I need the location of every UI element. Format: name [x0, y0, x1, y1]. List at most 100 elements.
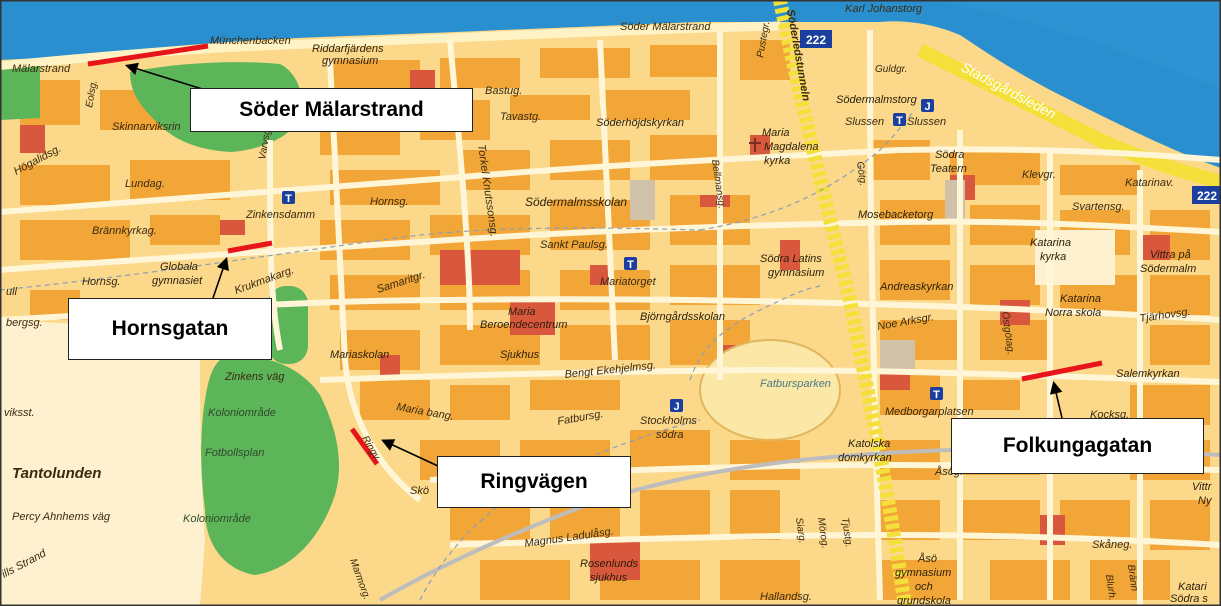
label-hornsg-2: Hornsg. — [82, 276, 121, 288]
highlight-folkungagatan — [1021, 360, 1103, 382]
label-maria-beroende-2: Beroendecentrum — [480, 319, 567, 331]
label-medborgarplatsen: Medborgarplatsen — [885, 406, 974, 418]
label-hornsg-1: Hornsg. — [370, 196, 409, 208]
arrow-soder-malarstrand — [124, 62, 213, 93]
label-aso-3: och — [915, 581, 933, 593]
svg-text:T: T — [896, 115, 903, 127]
label-globala-2: gymnasiet — [152, 275, 203, 287]
label-katarina-norra-1: Katarina — [1060, 293, 1101, 305]
label-magdalena: Magdalena — [764, 141, 818, 153]
park-tantolunden-lowland — [0, 320, 205, 606]
label-sodermalmstorg: Södermalmstorg — [836, 94, 918, 106]
label-zinkensdamm: Zinkensdamm — [245, 209, 315, 221]
label-vittra-ny-1: Vittr — [1192, 481, 1213, 493]
label-slussen-1: Slussen — [845, 116, 884, 128]
park-west — [0, 66, 40, 120]
label-sodermalmsskolan: Södermalmsskolan — [525, 195, 627, 209]
label-fotbollsplan: Fotbollsplan — [205, 447, 264, 459]
label-munchenbacken: Münchenbacken — [210, 35, 291, 47]
route-shield-222-east: 222 — [1192, 186, 1221, 204]
highlight-hornsgatan — [227, 240, 273, 254]
label-koloniomrade-1: Koloniområde — [208, 407, 276, 419]
label-riddarfjardens: Riddarfjärdens — [312, 43, 384, 55]
label-vikss: viksst. — [4, 407, 35, 419]
route-shield-222-north: 222 — [800, 30, 832, 48]
label-salemkyrkan: Salemkyrkan — [1116, 368, 1180, 380]
label-katarinav: Katarinav. — [1125, 177, 1174, 189]
label-moreg: Mörog. — [815, 517, 830, 549]
arrow-ringvagen — [381, 439, 439, 467]
label-fatbursparken: Fatbursparken — [760, 378, 831, 390]
label-vittra-ny-2: Ny — [1198, 495, 1213, 507]
label-skinnarviksr: Skinnarviksrin — [112, 121, 180, 133]
label-gotg: Götg. — [854, 161, 868, 187]
label-guldgr: Guldgr. — [875, 64, 907, 75]
label-sodra-latins-1: Södra Latins — [760, 253, 822, 265]
label-malarstrand: Mälarstrand — [12, 63, 71, 75]
park-tantolunden-hill — [201, 356, 340, 575]
label-brannkyrkag: Brännkyrkag. — [92, 225, 157, 237]
label-rosenlunds-1: Rosenlunds — [580, 558, 639, 570]
label-katarina-norra-2: Norra skola — [1045, 307, 1101, 319]
callout-arrows — [124, 62, 1063, 467]
label-globala-1: Globala — [160, 261, 198, 273]
label-bergsg: bergsg. — [6, 317, 43, 329]
label-maria: Maria — [762, 127, 790, 139]
label-zinkens-vag: Zinkens väg — [224, 371, 285, 383]
label-skaneg: Skåneg. — [1092, 539, 1132, 551]
svg-text:222: 222 — [1197, 189, 1217, 203]
label-sodra-teatern-1: Södra — [935, 149, 964, 161]
label-gymnasium-1: gymnasium — [322, 55, 378, 67]
label-siarg: Siarg. — [793, 517, 808, 544]
svg-text:222: 222 — [806, 33, 826, 47]
label-lundag: Lundag. — [125, 178, 165, 190]
label-vittra-1: Vittra på — [1150, 249, 1191, 261]
label-katarina-kyrka-1: Katarina — [1030, 237, 1071, 249]
label-stockholms-sodra-2: södra — [656, 429, 684, 441]
label-bastug: Bastug. — [485, 85, 522, 97]
train-j-icon: J — [670, 399, 683, 413]
park-fatbursparken — [699, 339, 841, 441]
svg-text:J: J — [673, 401, 679, 413]
label-tavastg: Tavastg. — [500, 111, 541, 123]
label-katari-sodra-2: Södra s — [1170, 593, 1208, 605]
parks — [0, 62, 1115, 606]
highlight-soder-malarstrand — [87, 43, 209, 67]
label-mosebacketorg: Mosebacketorg — [858, 209, 934, 221]
highlights — [87, 43, 1103, 466]
label-kyrka: kyrka — [764, 155, 790, 167]
label-sodra-teatern-2: Teatern — [930, 163, 967, 175]
label-slussen-2: Slussen — [907, 116, 946, 128]
svg-text:T: T — [627, 259, 634, 271]
label-katolska-2: domkyrkan — [838, 452, 892, 464]
arrow-hornsgatan — [212, 256, 229, 299]
label-soderhojdskyrkan: Söderhöjdskyrkan — [596, 117, 684, 129]
callout-folkungagatan: Folkungagatan — [951, 418, 1204, 474]
svg-text:J: J — [924, 101, 930, 113]
label-sodra-latins-2: gymnasium — [768, 267, 824, 279]
label-ull: ull — [6, 286, 18, 298]
road-soderledstunneln — [773, 0, 912, 606]
label-vittra-2: Södermalm — [1140, 263, 1196, 275]
label-bjorngardsskolan: Björngårdsskolan — [640, 311, 725, 323]
label-tantolunden: Tantolunden — [12, 465, 101, 482]
label-aso-1: Åsö — [917, 552, 937, 565]
highlight-ringvagen — [349, 427, 380, 466]
label-rosenlunds-2: sjukhus — [590, 572, 628, 584]
label-mariatorget: Mariatorget — [600, 276, 657, 288]
label-stockholms-sodra-1: Stockholms — [640, 415, 697, 427]
metro-t-icon: T — [282, 191, 295, 205]
callout-hornsgatan: Hornsgatan — [68, 298, 272, 360]
callout-ringvagen: Ringvägen — [437, 456, 631, 508]
label-tjustg: Tjustg. — [839, 517, 854, 548]
label-sjukhus: Sjukhus — [500, 349, 540, 361]
label-svartensg: Svartensg. — [1072, 201, 1125, 213]
label-karl-johanstorg: Karl Johanstorg — [845, 3, 923, 15]
svg-text:T: T — [933, 389, 940, 401]
svg-text:T: T — [285, 193, 292, 205]
road-stadsgardsleden — [916, 43, 1221, 189]
label-aso-4: grundskola — [897, 595, 951, 606]
label-andreaskyrkan: Andreaskyrkan — [879, 281, 953, 293]
label-aso-2: gymnasium — [895, 567, 951, 579]
